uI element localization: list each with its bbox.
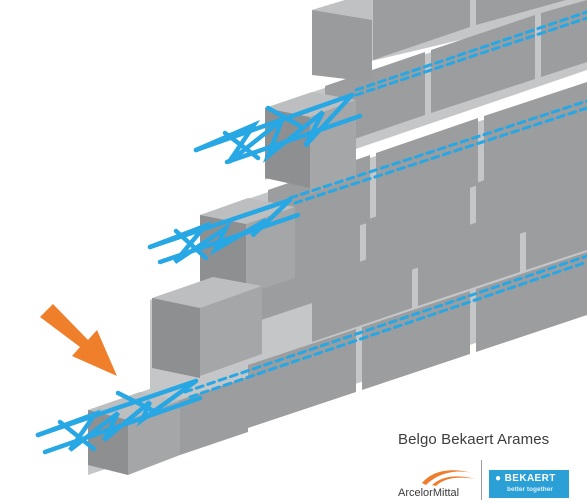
bekaert-tagline: better together xyxy=(507,486,553,493)
bekaert-logo: ● BEKAERT better together xyxy=(489,470,569,498)
bekaert-text: BEKAERT xyxy=(504,473,556,484)
truss-reinforcement-icon xyxy=(35,10,587,455)
bekaert-name: ● BEKAERT xyxy=(495,473,556,484)
arcelormittal-logo-icon xyxy=(422,470,476,486)
orange-arrow-icon xyxy=(40,304,117,376)
wall-steps xyxy=(88,0,372,475)
company-name: Belgo Bekaert Arames xyxy=(398,431,550,448)
arcelormittal-logo: ArcelorMittal xyxy=(398,467,476,502)
logo-divider xyxy=(481,460,482,500)
arcelormittal-text: ArcelorMittal xyxy=(398,487,460,499)
